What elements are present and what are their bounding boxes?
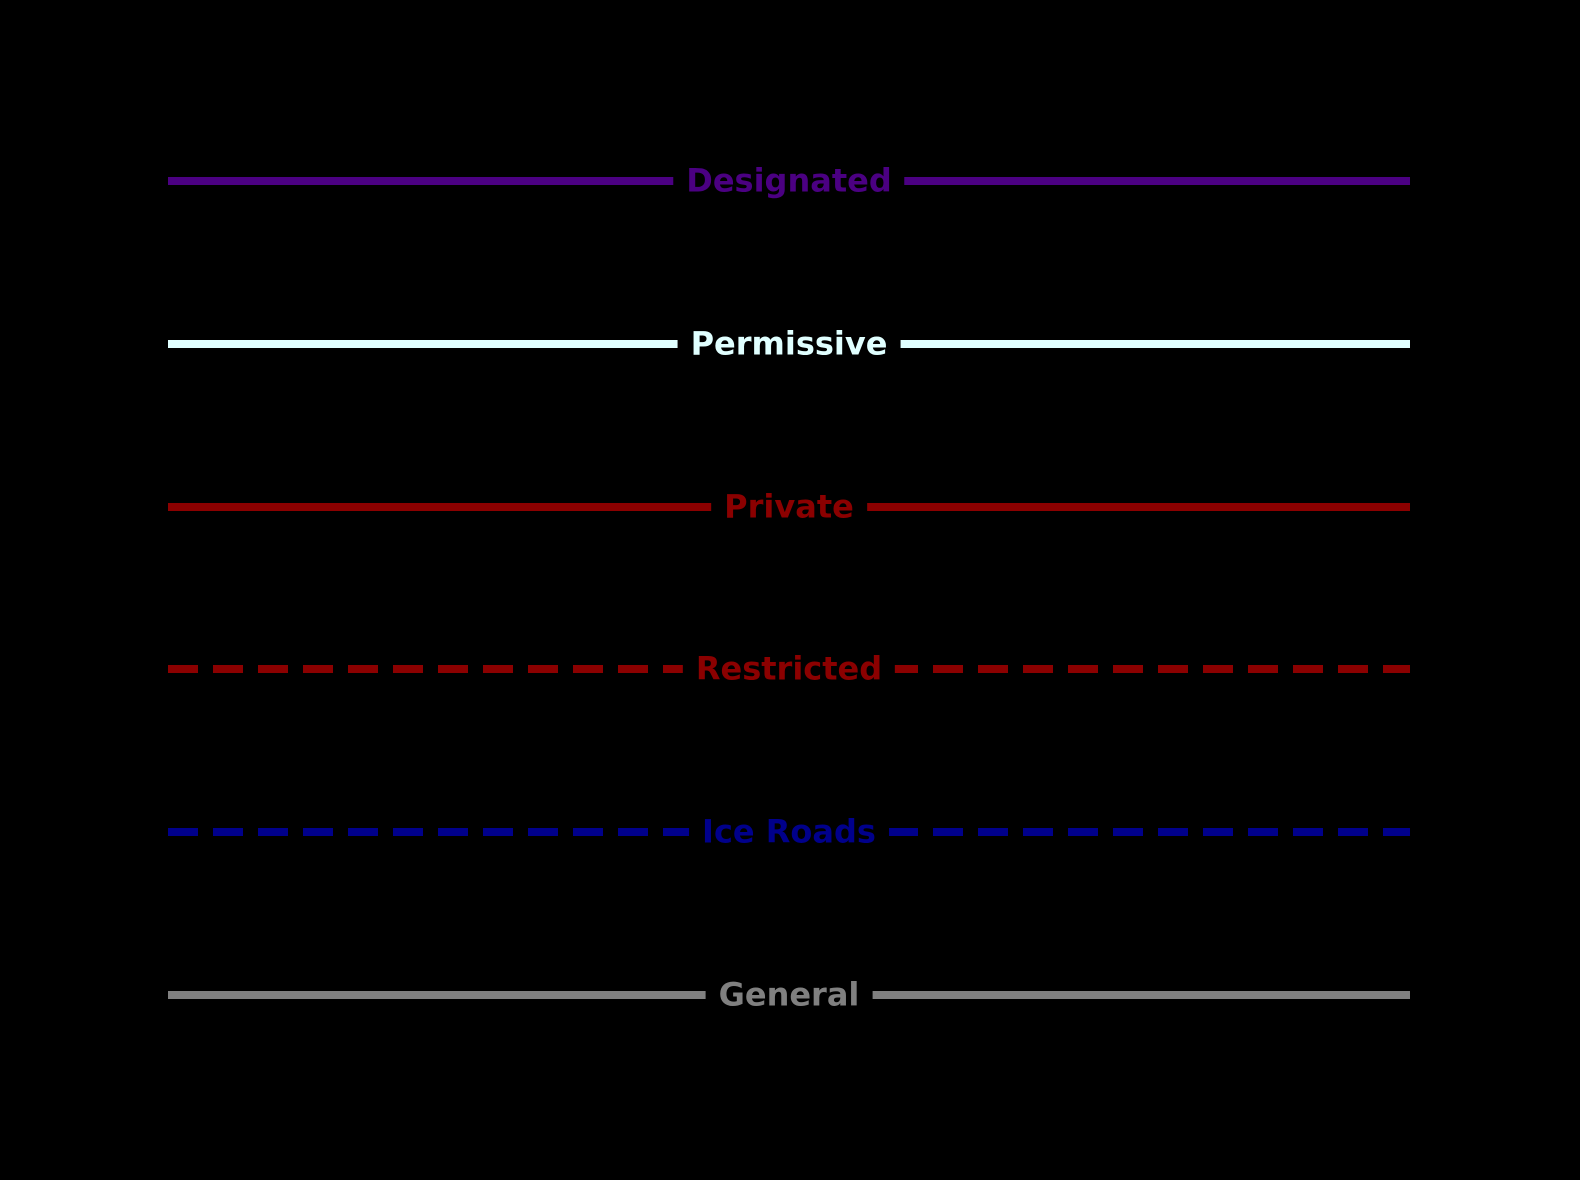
legend-row-permissive: Permissive [168, 324, 1410, 364]
legend-label-ice-roads: Ice Roads [689, 812, 889, 852]
legend-label-restricted: Restricted [682, 649, 896, 689]
legend-label-general: General [705, 975, 873, 1015]
legend-label-designated: Designated [673, 161, 905, 201]
legend-label-permissive: Permissive [677, 324, 901, 364]
legend-label-private: Private [711, 487, 867, 527]
legend-row-restricted: Restricted [168, 649, 1410, 689]
legend-row-private: Private [168, 487, 1410, 527]
legend-row-general: General [168, 975, 1410, 1015]
legend-row-ice-roads: Ice Roads [168, 812, 1410, 852]
legend-row-designated: Designated [168, 161, 1410, 201]
